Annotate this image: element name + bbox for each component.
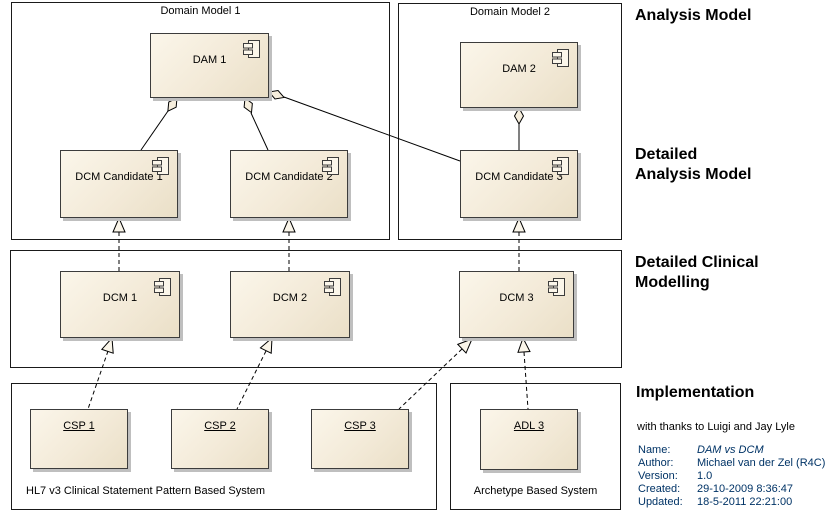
section-heading-detailed-clinical-modelling: Detailed Clinical Modelling (635, 253, 759, 293)
component-dcm-candidate3: DCM Candidate 3 (460, 150, 578, 218)
frame-domain-model-2-label: Domain Model 2 (469, 6, 551, 18)
heading-line: Detailed (635, 146, 698, 163)
component-icon (152, 157, 169, 175)
component-icon (552, 157, 569, 175)
heading-line: Analysis Model (635, 7, 752, 24)
component-icon (154, 278, 171, 296)
metadata-row-updated: Updated: 18-5-2011 22:21:00 (638, 496, 825, 509)
heading-line: Implementation (636, 384, 755, 401)
component-icon (322, 157, 339, 175)
metadata-label: Created: (638, 483, 681, 495)
component-dcm2-label: DCM 2 (272, 292, 308, 304)
metadata-row-name: Name: DAM vs DCM (638, 444, 825, 457)
metadata-value: DAM vs DCM (697, 444, 764, 456)
component-icon (548, 278, 565, 296)
component-dam1: DAM 1 (150, 33, 269, 98)
component-dcm3-label: DCM 3 (499, 292, 534, 304)
diagram-metadata: Name: DAM vs DCM Author: Michael van der… (638, 444, 825, 509)
component-dcm-candidate1-label: DCM Candidate 1 (75, 171, 163, 183)
frame-detailed-clinical-modelling (10, 250, 622, 368)
frame-hl7-system: HL7 v3 Clinical Statement Pattern Based … (11, 383, 437, 510)
heading-line: Analysis Model (635, 166, 752, 183)
frame-archetype-system: Archetype Based System (450, 383, 621, 510)
heading-line: Detailed Clinical (635, 254, 759, 271)
section-heading-analysis-model: Analysis Model (635, 6, 751, 26)
instance-adl3: ADL 3 (480, 409, 578, 470)
instance-csp2: CSP 2 (171, 409, 269, 469)
component-dcm-candidate2: DCM Candidate 2 (230, 150, 348, 218)
component-dcm1-label: DCM 1 (102, 292, 138, 304)
instance-csp2-label: CSP 2 (204, 420, 236, 432)
component-icon (324, 278, 341, 296)
thanks-note: with thanks to Luigi and Jay Lyle (637, 421, 795, 433)
metadata-row-author: Author: Michael van der Zel (R4C) (638, 457, 825, 470)
component-dam1-label: DAM 1 (192, 54, 227, 66)
component-dcm-candidate3-label: DCM Candidate 3 (475, 171, 563, 183)
heading-line: Modelling (635, 274, 710, 291)
instance-csp3-label: CSP 3 (344, 420, 376, 432)
metadata-label: Author: (638, 457, 674, 469)
metadata-value: 29-10-2009 8:36:47 (697, 483, 794, 495)
section-heading-implementation: Implementation (636, 383, 754, 403)
instance-csp1: CSP 1 (30, 409, 128, 469)
instance-csp1-label: CSP 1 (63, 420, 95, 432)
metadata-label: Updated: (638, 496, 683, 508)
component-dcm-candidate1: DCM Candidate 1 (60, 150, 178, 218)
metadata-value: 1.0 (697, 470, 713, 482)
component-dcm3: DCM 3 (459, 271, 574, 338)
frame-hl7-system-label: HL7 v3 Clinical Statement Pattern Based … (26, 485, 266, 497)
metadata-value: 18-5-2011 22:21:00 (697, 496, 793, 508)
component-dcm1: DCM 1 (60, 271, 180, 338)
metadata-label: Name: (638, 444, 671, 456)
metadata-row-created: Created: 29-10-2009 8:36:47 (638, 483, 825, 496)
instance-adl3-label: ADL 3 (513, 420, 545, 432)
component-icon (243, 40, 260, 58)
section-heading-detailed-analysis-model: Detailed Analysis Model (635, 145, 751, 185)
metadata-label: Version: (638, 470, 678, 482)
component-dcm-candidate2-label: DCM Candidate 2 (245, 171, 333, 183)
component-dcm2: DCM 2 (230, 271, 350, 338)
component-icon (552, 49, 569, 67)
frame-domain-model-1-label: Domain Model 1 (160, 5, 241, 17)
component-dam2-label: DAM 2 (502, 63, 536, 75)
component-dam2: DAM 2 (460, 42, 578, 108)
metadata-row-version: Version: 1.0 (638, 470, 825, 483)
instance-csp3: CSP 3 (311, 409, 409, 469)
metadata-value: Michael van der Zel (R4C) (697, 457, 826, 469)
frame-archetype-system-label: Archetype Based System (473, 485, 598, 497)
